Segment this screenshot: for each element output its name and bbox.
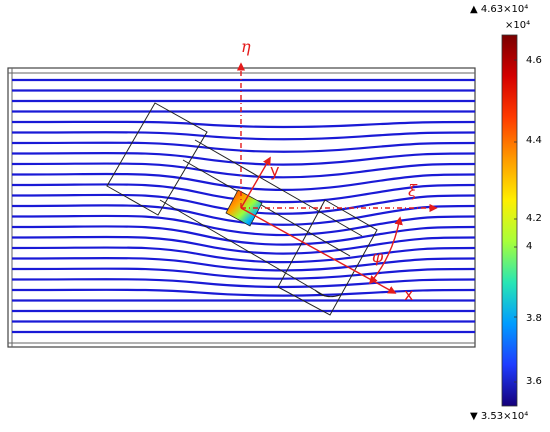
colorbar-multiplier: ×10⁴ <box>505 20 531 31</box>
streamline <box>11 309 476 313</box>
streamline <box>11 204 476 226</box>
colorbar-tick-3-6: 3.6 <box>526 376 542 387</box>
streamline <box>11 330 476 334</box>
streamline <box>11 235 476 255</box>
colorbar-tick-3-8: 3.8 <box>526 313 542 324</box>
x-axis-label: x <box>404 285 413 304</box>
lower-zone-outline <box>277 199 378 316</box>
colorbar-tick-4-4: 4.4 <box>526 135 542 146</box>
streamline <box>11 110 476 113</box>
colorbar-tick-4: 4 <box>526 241 533 252</box>
phi-label: φ <box>372 247 384 266</box>
streamline <box>11 278 476 289</box>
lower-arc <box>314 289 341 298</box>
colorbar-tick-4-2: 4.2 <box>526 213 542 224</box>
streamline <box>11 267 476 280</box>
streamline <box>11 141 476 153</box>
upper-zone-outline <box>106 102 208 216</box>
streamline <box>11 131 476 141</box>
xi-label: ξ <box>408 181 418 200</box>
streamline <box>11 225 476 246</box>
colorbar-max-label: ▲ 4.63×10⁴ <box>470 4 529 15</box>
streamline <box>11 299 476 302</box>
colorbar-min-label: ▼ 3.53×10⁴ <box>470 411 529 422</box>
colorbar <box>501 34 518 407</box>
streamline <box>11 172 476 191</box>
streamline <box>11 162 476 179</box>
streamline <box>11 214 476 237</box>
long-edge-bottom <box>159 199 326 297</box>
colorbar-ticks <box>514 59 517 383</box>
streamline <box>11 120 476 129</box>
y-axis-label: y <box>270 161 279 180</box>
streamline <box>11 256 476 272</box>
y-axis <box>240 156 271 209</box>
streamline <box>11 152 476 166</box>
colorbar-tick-4-6: 4.6 <box>526 55 542 66</box>
eta-label: η <box>241 37 251 56</box>
rotated-geometry <box>106 102 378 316</box>
streamline <box>11 99 476 103</box>
streamline <box>11 193 476 215</box>
long-edge-top <box>194 139 363 237</box>
streamline <box>11 320 476 323</box>
streamline <box>11 78 476 82</box>
streamline <box>11 246 476 264</box>
axes <box>236 62 438 294</box>
phi-arc <box>368 216 403 285</box>
streamline <box>11 89 476 92</box>
streamline <box>11 288 476 297</box>
